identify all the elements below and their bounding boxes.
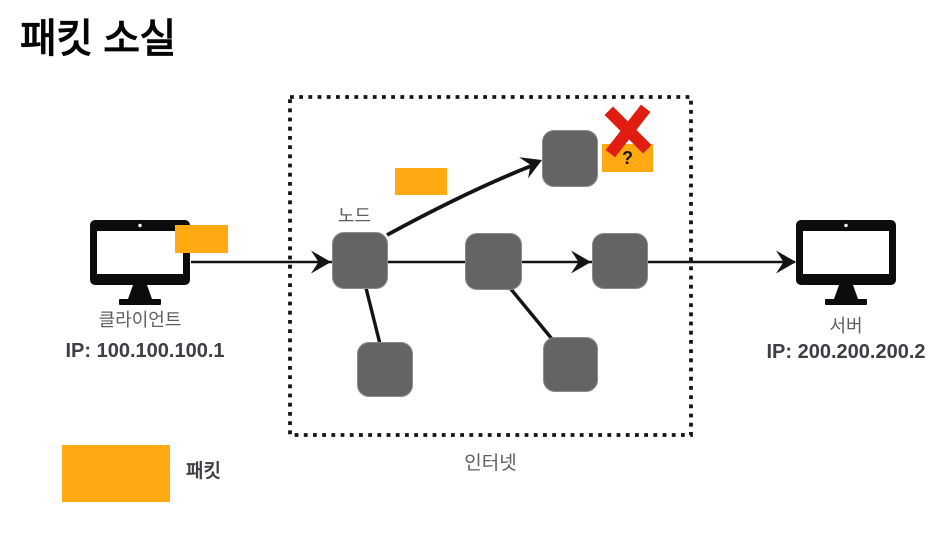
x-mark-icon [604,104,652,158]
arrowhead-to-node-icon [311,250,331,274]
legend-label: 패킷 [186,461,221,482]
internet-node-bottom-left [357,342,413,397]
client-ip: IP: 100.100.100.1 [65,340,225,362]
client-packet [175,225,228,253]
lost-packet-route-line [386,164,532,237]
internet-node-bottom-right [543,337,598,392]
node-branch-line-left [364,287,382,345]
arrowhead-mid-icon [571,250,591,274]
internet-node-top [542,130,598,187]
internet-boundary-box [288,95,693,437]
legend-packet-swatch [62,445,170,502]
server-ip: IP: 200.200.200.2 [766,341,926,363]
internet-node-2 [465,233,522,290]
client-monitor-icon [90,220,190,305]
node-branch-line-right [508,286,554,341]
client-label: 클라이언트 [98,310,182,330]
node-label: 노드 [338,206,372,226]
server-label: 서버 [829,316,863,336]
internet-label: 인터넷 [464,453,517,474]
internet-node-1 [332,232,388,289]
question-mark: ? [622,147,633,168]
arrowhead-to-server-icon [776,250,796,274]
page-title: 패킷 소실 [20,17,176,61]
server-monitor-icon [796,220,896,305]
arrowhead-lost-route-icon [519,157,542,179]
in-transit-packet [395,168,447,195]
internet-node-3 [592,233,648,289]
